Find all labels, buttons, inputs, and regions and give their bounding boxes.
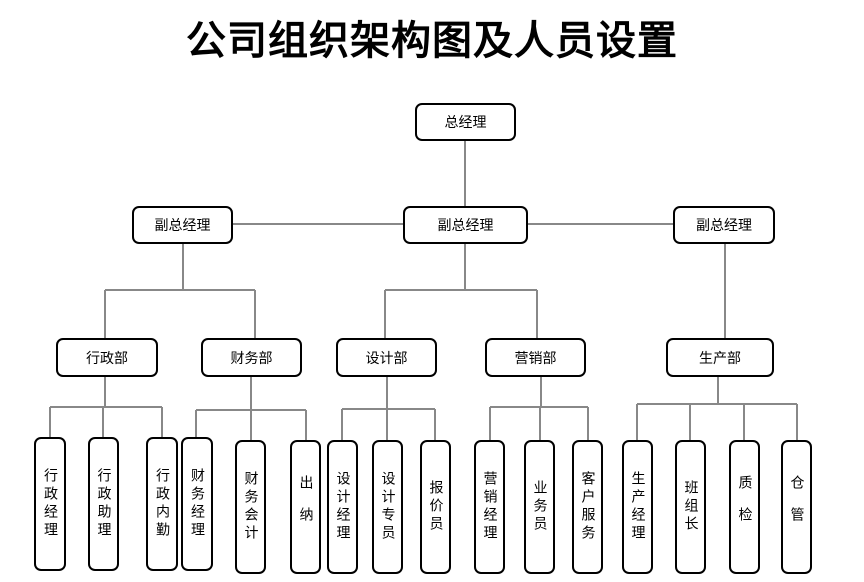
node-staff-finance-manager: 财务经理 bbox=[181, 437, 213, 571]
node-staff-finance-accountant: 财务会计 bbox=[235, 440, 266, 574]
node-staff-label: 出纳 bbox=[297, 475, 314, 539]
node-staff-label: 报价员 bbox=[427, 480, 444, 534]
node-vice-manager-right: 副总经理 bbox=[673, 206, 775, 244]
node-staff-label: 客户服务 bbox=[579, 471, 596, 543]
node-staff-production-qc: 质检 bbox=[729, 440, 760, 574]
node-staff-design-manager: 设计经理 bbox=[327, 440, 358, 574]
node-staff-admin-clerk: 行政内勤 bbox=[146, 437, 178, 571]
node-staff-label: 设计专员 bbox=[379, 471, 396, 543]
node-staff-label: 财务经理 bbox=[189, 468, 205, 540]
node-staff-label: 行政助理 bbox=[95, 468, 112, 540]
node-staff-label: 财务会计 bbox=[242, 471, 259, 543]
node-staff-label: 业务员 bbox=[531, 480, 548, 534]
node-staff-label: 质检 bbox=[736, 475, 753, 539]
node-dept-marketing: 营销部 bbox=[485, 338, 586, 377]
node-staff-label: 行政经理 bbox=[42, 468, 58, 540]
node-staff-label: 仓管 bbox=[788, 475, 805, 539]
node-staff-label: 班组长 bbox=[682, 480, 699, 534]
node-staff-label: 设计经理 bbox=[334, 471, 351, 543]
node-staff-marketing-sales: 业务员 bbox=[524, 440, 555, 574]
node-staff-admin-assistant: 行政助理 bbox=[88, 437, 119, 571]
chart-title: 公司组织架构图及人员设置 bbox=[186, 18, 678, 64]
node-dept-finance: 财务部 bbox=[201, 338, 302, 377]
node-staff-production-manager: 生产经理 bbox=[622, 440, 653, 574]
node-staff-label: 生产经理 bbox=[629, 471, 646, 543]
node-vice-manager-left: 副总经理 bbox=[132, 206, 233, 244]
node-staff-design-quoter: 报价员 bbox=[420, 440, 451, 574]
node-vice-manager-center: 副总经理 bbox=[403, 206, 528, 244]
node-dept-design: 设计部 bbox=[336, 338, 437, 377]
node-staff-label: 营销经理 bbox=[481, 471, 498, 543]
node-staff-production-team-lead: 班组长 bbox=[675, 440, 706, 574]
node-staff-label: 行政内勤 bbox=[154, 468, 170, 540]
node-staff-finance-cashier: 出纳 bbox=[290, 440, 321, 574]
node-dept-production: 生产部 bbox=[666, 338, 774, 377]
node-general-manager: 总经理 bbox=[415, 103, 516, 141]
node-dept-admin: 行政部 bbox=[56, 338, 158, 377]
node-staff-production-warehouse: 仓管 bbox=[781, 440, 812, 574]
node-staff-design-specialist: 设计专员 bbox=[372, 440, 403, 574]
node-staff-admin-manager: 行政经理 bbox=[34, 437, 66, 571]
node-staff-marketing-manager: 营销经理 bbox=[474, 440, 505, 574]
node-staff-marketing-service: 客户服务 bbox=[572, 440, 603, 574]
